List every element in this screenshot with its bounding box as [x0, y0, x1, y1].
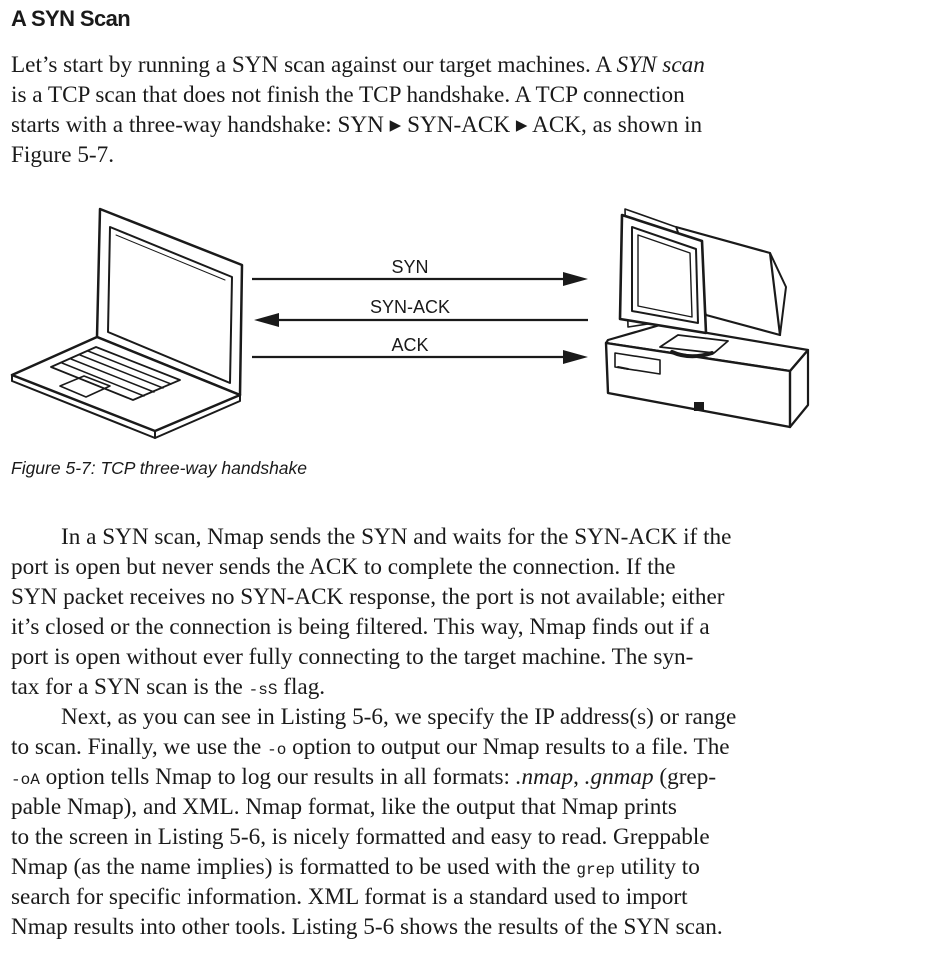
text-run: it’s closed or the connection is being f…: [11, 614, 710, 640]
text-run: to the screen in Listing 5-6, is nicely …: [11, 824, 710, 850]
syn-ack-label: SYN-ACK: [370, 297, 450, 317]
text-line: SYN packet receives no SYN-ACK response,…: [11, 582, 736, 612]
text-run: to scan. Finally, we use the: [11, 734, 268, 760]
text-line: Figure 5-7.: [11, 140, 705, 170]
emphasis-text: SYN scan: [616, 52, 705, 78]
text-run: (grep-: [653, 764, 717, 790]
text-line: is a TCP scan that does not finish the T…: [11, 80, 705, 110]
text-run: Let’s start by running a SYN scan agains…: [11, 52, 617, 78]
text-line: to the screen in Listing 5-6, is nicely …: [11, 822, 736, 852]
text-run: search for specific information. XML for…: [11, 884, 688, 910]
syn-arrow: [252, 272, 588, 286]
text-line: starts with a three-way handshake: SYN ▸…: [11, 110, 705, 140]
text-line: search for specific information. XML for…: [11, 882, 736, 912]
text-run: Nmap (as the name implies) is formatted …: [11, 854, 577, 880]
text-line: In a SYN scan, Nmap sends the SYN and wa…: [11, 522, 736, 552]
text-run: port is open without ever fully connecti…: [11, 644, 694, 670]
body-paragraphs: In a SYN scan, Nmap sends the SYN and wa…: [11, 522, 736, 942]
text-run: port is open but never sends the ACK to …: [11, 554, 676, 580]
text-line: tax for a SYN scan is the -sS flag.: [11, 672, 736, 702]
laptop-icon: [10, 207, 244, 439]
text-run: Next, as you can see in Listing 5-6, we …: [61, 704, 737, 730]
syn-ack-arrow: [254, 313, 588, 327]
text-run: pable Nmap), and XML. Nmap format, like …: [11, 794, 677, 820]
text-run: Figure 5-7.: [11, 142, 115, 168]
intro-paragraph: Let’s start by running a SYN scan agains…: [11, 50, 705, 170]
text-line: -oA option tells Nmap to log our results…: [11, 762, 736, 792]
ack-label: ACK: [391, 335, 428, 355]
text-line: to scan. Finally, we use the -o option t…: [11, 732, 736, 762]
text-run: ,: [573, 764, 585, 790]
text-line: Let’s start by running a SYN scan agains…: [11, 50, 705, 80]
text-run: tax for a SYN scan is the: [11, 674, 249, 700]
text-run: flag.: [277, 674, 326, 700]
figure-caption: Figure 5-7: TCP three-way handshake: [11, 458, 308, 478]
text-run: option tells Nmap to log our results in …: [39, 764, 516, 790]
text-line: Nmap results into other tools. Listing 5…: [11, 912, 736, 942]
emphasis-text: .gnmap: [584, 764, 654, 790]
text-run: In a SYN scan, Nmap sends the SYN and wa…: [61, 524, 732, 550]
text-run: utility to: [614, 854, 700, 880]
text-line: it’s closed or the connection is being f…: [11, 612, 736, 642]
text-run: Nmap results into other tools. Listing 5…: [11, 914, 723, 940]
inline-code: grep: [576, 861, 615, 879]
text-run: option to output our Nmap results to a f…: [286, 734, 730, 760]
inline-code: -oA: [11, 771, 40, 789]
text-line: port is open without ever fully connecti…: [11, 642, 736, 672]
section-heading: A SYN Scan: [11, 6, 131, 31]
ack-arrow: [252, 350, 588, 364]
desktop-computer-icon: [604, 208, 810, 429]
inline-code: -sS: [248, 681, 278, 699]
emphasis-text: .nmap: [515, 764, 574, 790]
text-line: Nmap (as the name implies) is formatted …: [11, 852, 736, 882]
syn-label: SYN: [391, 257, 428, 277]
text-line: port is open but never sends the ACK to …: [11, 552, 736, 582]
text-run: SYN packet receives no SYN-ACK response,…: [11, 584, 725, 610]
handshake-figure: SYN SYN-ACK ACK: [10, 207, 810, 439]
text-run: is a TCP scan that does not finish the T…: [11, 82, 685, 108]
text-line: Next, as you can see in Listing 5-6, we …: [11, 702, 736, 732]
text-run: starts with a three-way handshake: SYN ▸…: [11, 112, 703, 138]
text-line: pable Nmap), and XML. Nmap format, like …: [11, 792, 736, 822]
inline-code: -o: [267, 741, 287, 759]
